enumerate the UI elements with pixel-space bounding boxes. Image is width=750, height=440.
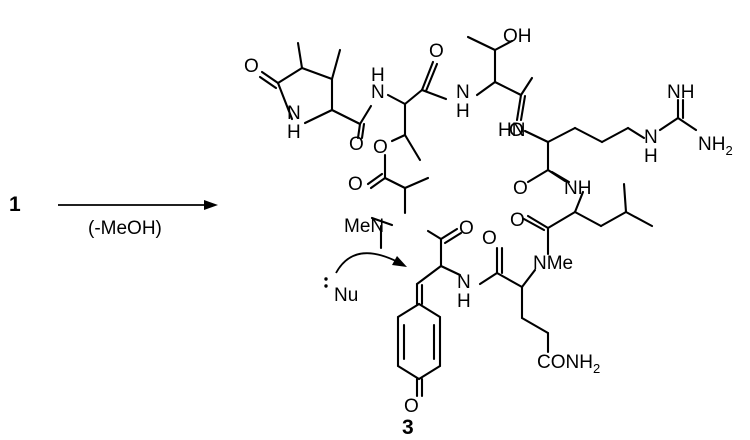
- gln-carbonyl-o-label: O: [482, 228, 497, 249]
- lactam-h-label: H: [287, 122, 301, 143]
- ester-carbonyl-o-label: O: [348, 174, 363, 195]
- lactam-n-label: N: [287, 103, 301, 124]
- conh2-label: CONH2: [537, 352, 600, 376]
- quinone-o-label: O: [404, 396, 419, 417]
- imine-nh-label: NH: [667, 82, 694, 103]
- dha-carbonyl-o-label: O: [459, 218, 474, 239]
- thr-h-label: H: [456, 101, 470, 122]
- thr-carbonyl-o-label: O: [429, 41, 444, 62]
- thr2-carbonyl-o-label: O: [509, 120, 524, 141]
- reactant-label: 1: [9, 193, 21, 216]
- nu-lone-pair: [324, 277, 328, 288]
- arg-nh-label: HN: [498, 120, 525, 141]
- lactam-o-label: O: [244, 56, 259, 77]
- atom-labels: OH NH NH2 N H O N H N H O O N H O HN O O…: [244, 26, 733, 417]
- arg-carbonyl-o-label: O: [513, 178, 528, 199]
- mena-n-label: MeN: [344, 216, 384, 237]
- oh-label: OH: [503, 26, 532, 47]
- amide-n-label: N: [371, 82, 385, 103]
- dha-h-label: H: [457, 291, 471, 312]
- reaction-arrow: [58, 200, 218, 210]
- ester-o-label: O: [373, 137, 388, 158]
- leu-nh-label: NH: [564, 178, 591, 199]
- product-label: 3: [402, 416, 414, 439]
- guanidine-n-label: N: [644, 127, 658, 148]
- thr-n-label: N: [456, 82, 470, 103]
- nh2-label: NH2: [698, 134, 733, 158]
- amide-o-label: O: [349, 134, 364, 155]
- bond-skeleton: [258, 35, 698, 398]
- nme-label: NMe: [533, 253, 573, 274]
- reaction-conditions: (-MeOH): [88, 218, 162, 239]
- guanidine-h-label: H: [644, 146, 658, 167]
- amide-h-label: H: [371, 65, 385, 86]
- nucleophile-label: Nu: [334, 285, 358, 306]
- dha-n-label: N: [457, 272, 471, 293]
- leu-carbonyl-o-label: O: [510, 210, 525, 231]
- curved-attack-arrow: [335, 252, 407, 274]
